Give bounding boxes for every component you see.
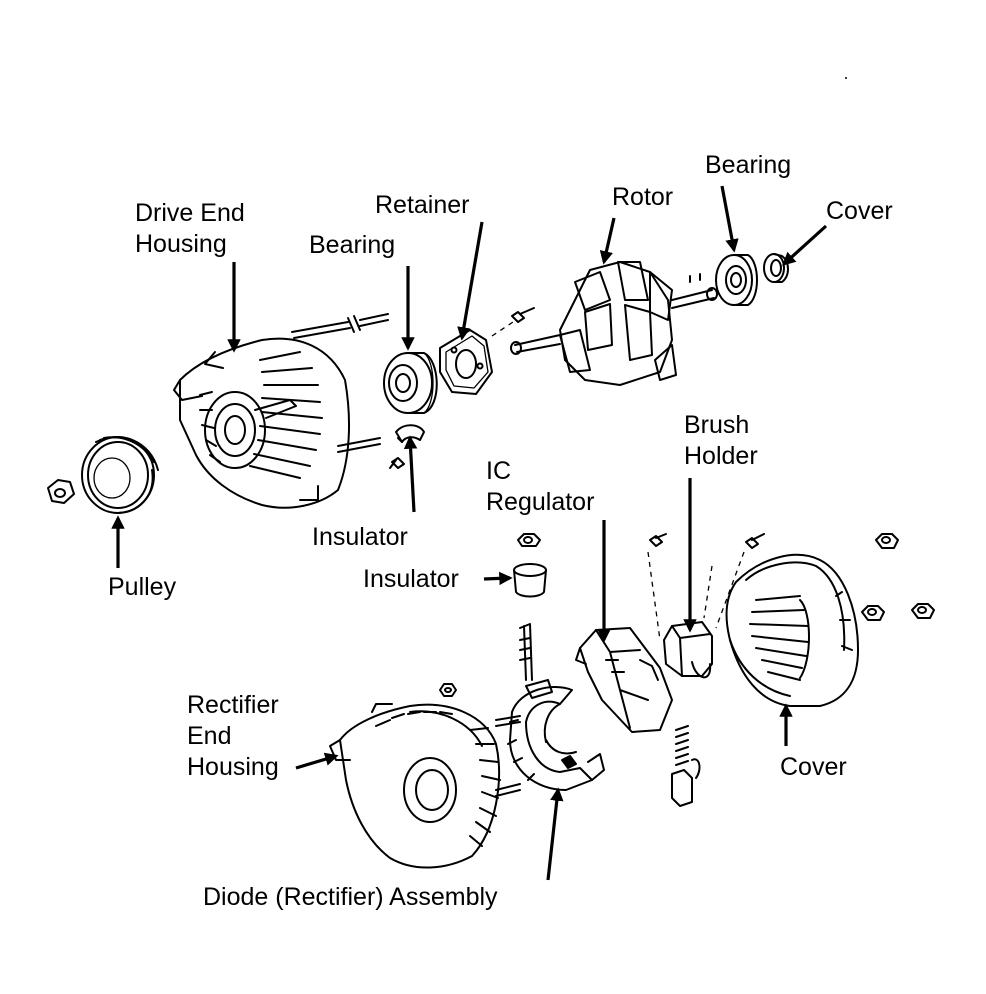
nut-left: [47, 479, 75, 504]
arrow-rear-bearing: [720, 185, 739, 253]
rectifier-nut: [439, 683, 457, 697]
brush-holder: [663, 621, 713, 679]
label-rear-bearing: Bearing: [705, 151, 792, 179]
label-pulley: Pulley: [108, 573, 177, 601]
label-insulator-lower: Insulator: [363, 565, 459, 593]
arrow-insulator-lower: [483, 571, 513, 586]
rotor: [510, 261, 718, 386]
arrow-rectifier-end-housing: [295, 752, 339, 770]
front-bearing: [383, 352, 438, 414]
label-drive-end-housing: Drive End Housing: [135, 198, 245, 260]
screw-small: [389, 457, 405, 469]
nut-right-3: [911, 603, 935, 619]
arrow-retainer: [457, 221, 484, 341]
brush-spring: [671, 725, 701, 807]
label-front-bearing: Bearing: [309, 231, 396, 259]
arrow-rotor: [599, 217, 616, 265]
label-cover-bottom: Cover: [780, 753, 847, 781]
drive-end-housing: [173, 313, 389, 509]
rectifier-end-housing: [329, 703, 521, 869]
pulley: [81, 436, 159, 514]
rear-cover: [725, 553, 859, 707]
arrow-diode-assembly: [546, 787, 564, 881]
arrow-insulator-upper: [403, 435, 418, 513]
label-ic-regulator-line1: IC: [486, 457, 511, 485]
rear-bearing: [715, 254, 758, 306]
insulator-cylinder: [513, 563, 547, 598]
label-cover-top: Cover: [826, 197, 893, 225]
arrow-cover-top: [782, 224, 828, 266]
label-ic-regulator-line2: Regulator: [486, 488, 595, 516]
nut-right-2: [861, 605, 885, 621]
retainer-screw: [511, 307, 535, 323]
regulator-screw: [649, 533, 667, 547]
label-brush-holder-line2: Holder: [684, 442, 758, 470]
label-insulator-upper: Insulator: [312, 523, 408, 551]
diode-assembly: [507, 623, 605, 791]
retainer: [439, 329, 493, 395]
nut-right-1: [875, 533, 899, 549]
label-drive-end-housing-line2: Housing: [135, 230, 227, 258]
label-brush-holder: Brush Holder: [684, 410, 758, 472]
label-ic-regulator: IC Regulator: [486, 456, 594, 518]
label-drive-end-housing-line1: Drive End: [135, 199, 245, 227]
label-rotor: Rotor: [612, 183, 674, 211]
label-rectifier-line1: Rectifier: [187, 691, 279, 719]
label-retainer: Retainer: [375, 191, 470, 219]
label-rectifier-end-housing: Rectifier End Housing: [187, 690, 279, 783]
cover-small: [763, 253, 789, 283]
insulator-nut: [517, 533, 541, 547]
ic-regulator: [575, 627, 673, 733]
label-diode-assembly: Diode (Rectifier) Assembly: [203, 883, 498, 911]
label-rectifier-line3: Housing: [187, 753, 279, 781]
cover-screw: [745, 533, 765, 549]
label-brush-holder-line1: Brush: [684, 411, 750, 439]
label-rectifier-line2: End: [187, 722, 232, 750]
